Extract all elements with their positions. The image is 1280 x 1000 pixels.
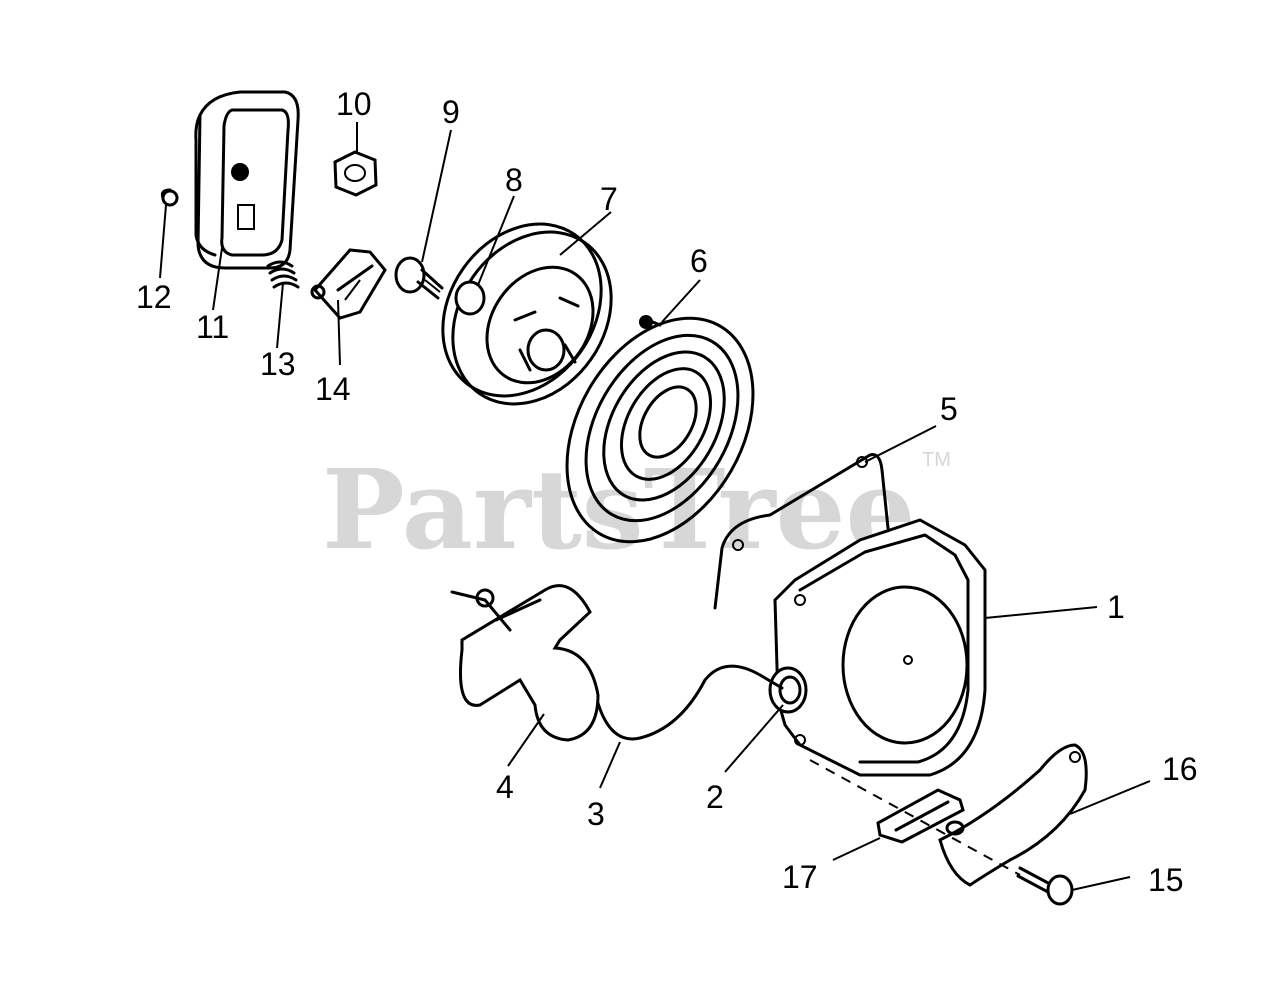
callout-16[interactable]: 16 — [1162, 751, 1198, 787]
callout-12[interactable]: 12 — [136, 279, 172, 315]
part-10-nut[interactable] — [333, 150, 378, 197]
watermark-trademark: TM — [922, 449, 951, 471]
part-3-rope[interactable] — [595, 664, 784, 741]
part-11-cover-plate[interactable] — [194, 90, 300, 270]
part-1-starter-housing[interactable] — [773, 518, 987, 777]
callout-3[interactable]: 3 — [587, 796, 605, 832]
part-16-plate[interactable] — [938, 743, 1088, 887]
part-4-handle[interactable] — [450, 584, 600, 742]
callout-11[interactable]: 11 — [196, 309, 229, 345]
part-13-spring[interactable] — [266, 260, 300, 289]
part-8-hub[interactable] — [454, 280, 486, 316]
part-2-grommet[interactable] — [768, 666, 808, 714]
callout-13[interactable]: 13 — [260, 346, 296, 382]
callout-10[interactable]: 10 — [336, 86, 372, 122]
part-6-recoil-spring[interactable] — [529, 285, 791, 575]
part-14-pawl[interactable] — [310, 248, 387, 320]
callout-8[interactable]: 8 — [505, 162, 523, 198]
callout-14[interactable]: 14 — [315, 371, 351, 407]
callout-1[interactable]: 1 — [1107, 589, 1125, 625]
callout-4[interactable]: 4 — [496, 769, 514, 805]
callout-7[interactable]: 7 — [600, 181, 618, 217]
callout-17[interactable]: 17 — [782, 859, 818, 895]
part-17-pin[interactable] — [876, 788, 965, 844]
part-7-pulley[interactable] — [410, 193, 643, 434]
callout-6[interactable]: 6 — [690, 243, 708, 279]
part-9-bolt[interactable] — [394, 256, 444, 300]
callout-2[interactable]: 2 — [706, 779, 724, 815]
part-12-clip[interactable] — [160, 188, 179, 207]
watermark: PartsTree — [322, 445, 916, 574]
callout-15[interactable]: 15 — [1148, 862, 1184, 898]
callout-9[interactable]: 9 — [442, 94, 460, 130]
part-15-screw[interactable] — [1016, 866, 1074, 906]
callout-5[interactable]: 5 — [940, 391, 958, 427]
leader-lines — [159, 122, 1151, 891]
